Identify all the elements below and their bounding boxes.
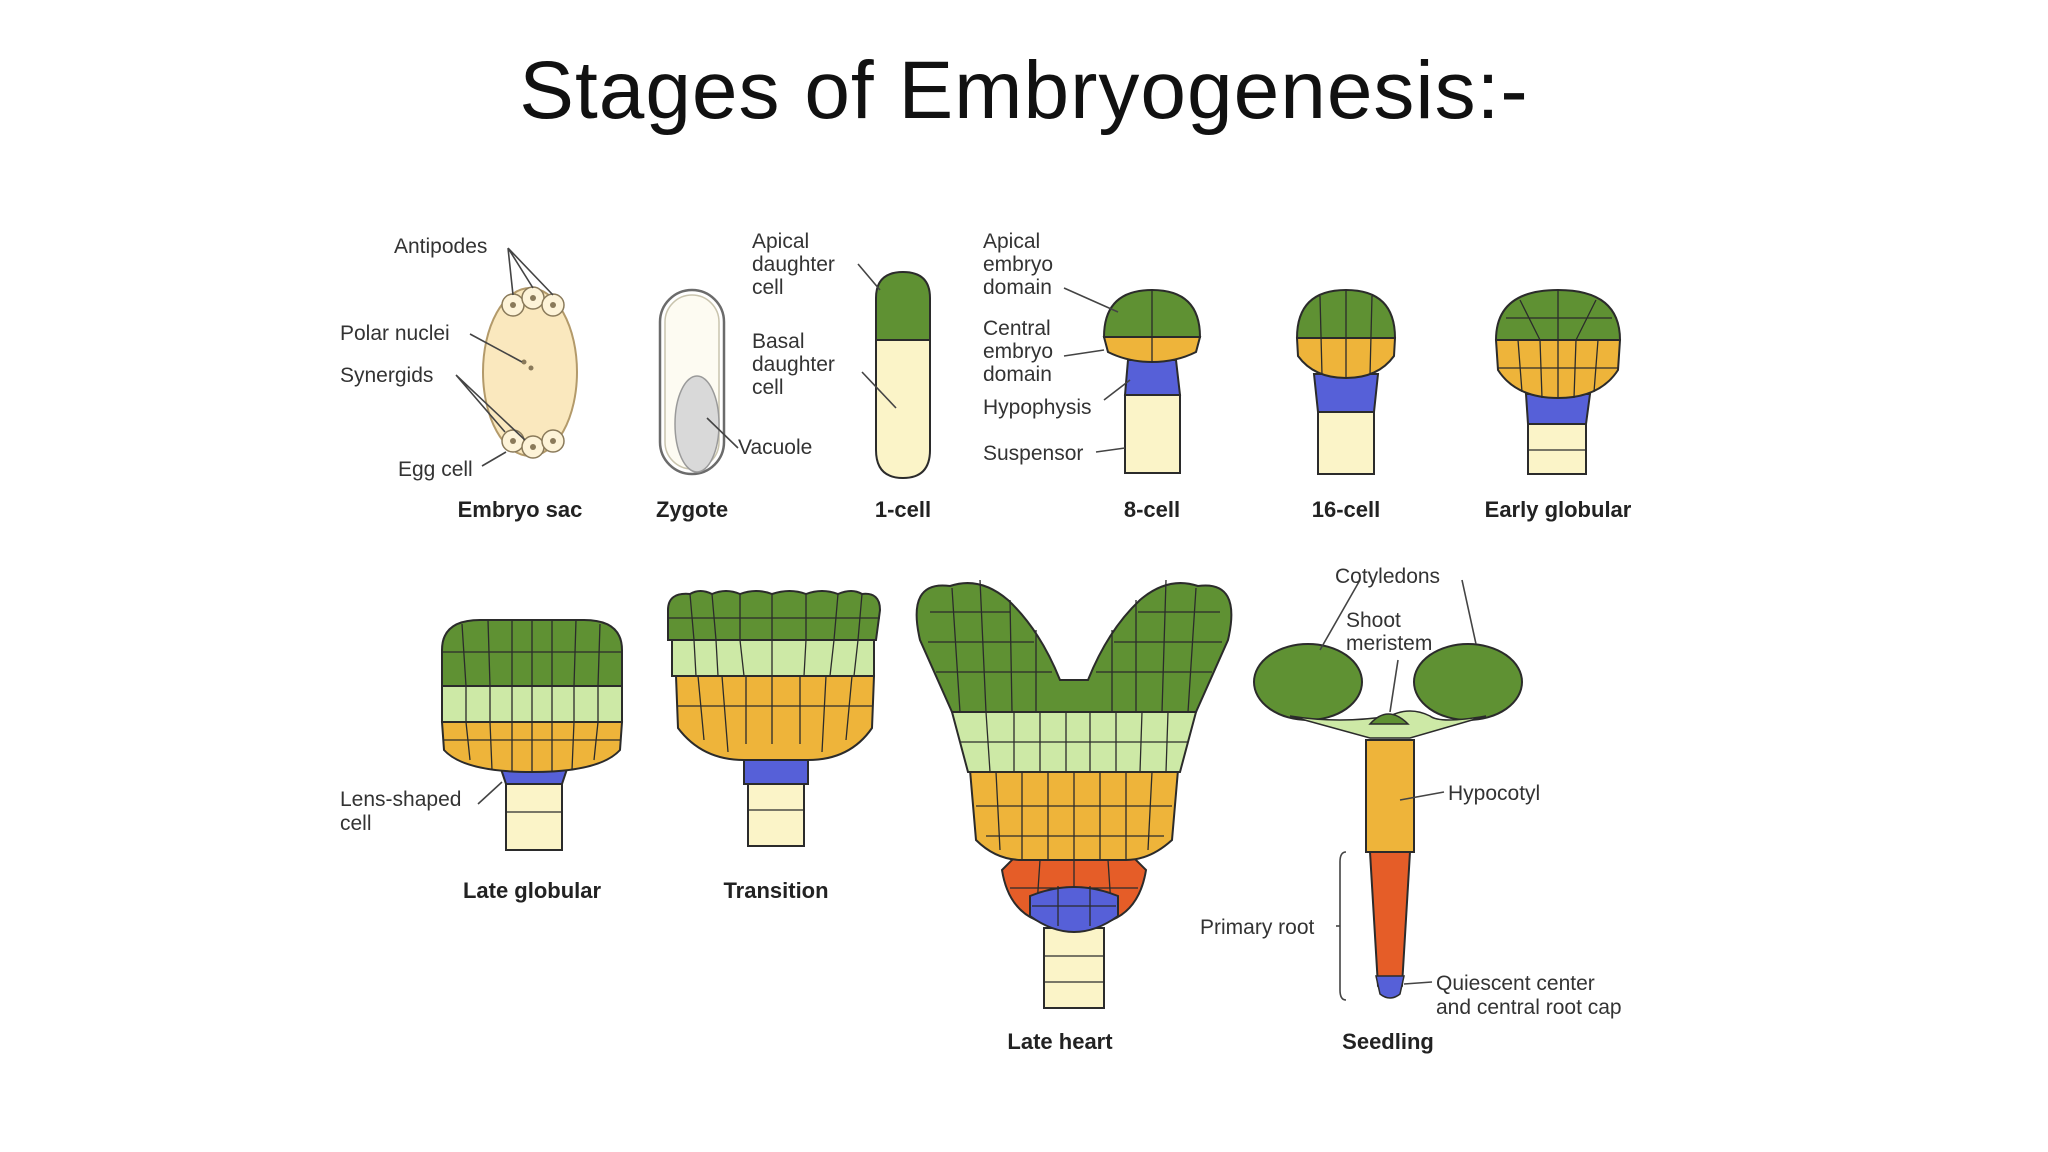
label-antipodes: Antipodes (394, 235, 487, 258)
embryo-sac-drawing (455, 247, 578, 467)
stage-16-cell: 16-cell (1312, 497, 1381, 522)
label-quiescent-center-1: Quiescent center (1436, 972, 1595, 995)
label-basal-daughter-3: cell (752, 376, 784, 399)
sixteen-cell-drawing (1295, 288, 1397, 475)
label-suspensor: Suspensor (983, 442, 1083, 465)
label-hypocotyl: Hypocotyl (1448, 782, 1540, 805)
label-basal-daughter-1: Basal (752, 330, 805, 353)
label-vacuole: Vacuole (738, 436, 812, 459)
stage-8-cell: 8-cell (1124, 497, 1180, 522)
label-hypophysis: Hypophysis (983, 396, 1092, 419)
label-egg-cell: Egg cell (398, 458, 473, 481)
label-shoot-meristem-2: meristem (1346, 632, 1432, 655)
label-primary-root: Primary root (1200, 916, 1315, 939)
label-apical-embryo-2: embryo (983, 253, 1053, 276)
eight-cell-drawing (1063, 287, 1202, 474)
stage-late-heart: Late heart (1007, 1029, 1113, 1054)
stage-late-globular: Late globular (463, 878, 602, 903)
label-shoot-meristem-1: Shoot (1346, 609, 1401, 632)
early-globular-drawing (1494, 288, 1622, 475)
seedling-drawing (1253, 579, 1523, 1001)
slide-title: Stages of Embryogenesis:- (519, 45, 1529, 136)
late-globular-drawing (440, 619, 624, 851)
one-cell-drawing (857, 263, 931, 480)
label-lens-shaped-1: Lens-shaped (340, 788, 461, 811)
stage-embryo-sac: Embryo sac (458, 497, 583, 522)
label-central-embryo-2: embryo (983, 340, 1053, 363)
label-lens-shaped-2: cell (340, 812, 372, 835)
label-apical-daughter-1: Apical (752, 230, 809, 253)
stage-early-globular: Early globular (1485, 497, 1632, 522)
stage-seedling: Seedling (1342, 1029, 1434, 1054)
label-apical-embryo-3: domain (983, 276, 1052, 299)
stage-transition: Transition (723, 878, 828, 903)
label-synergids: Synergids (340, 364, 433, 387)
zygote-drawing (658, 288, 739, 476)
stage-1-cell: 1-cell (875, 497, 931, 522)
late-heart-drawing (915, 579, 1233, 1009)
transition-drawing (667, 590, 882, 847)
label-polar-nuclei: Polar nuclei (340, 322, 450, 345)
label-quiescent-center-2: and central root cap (1436, 996, 1622, 1019)
label-central-embryo-3: domain (983, 363, 1052, 386)
stage-zygote: Zygote (656, 497, 728, 522)
label-apical-daughter-3: cell (752, 276, 784, 299)
label-cotyledons: Cotyledons (1335, 565, 1440, 588)
label-basal-daughter-2: daughter (752, 353, 835, 376)
label-apical-embryo-1: Apical (983, 230, 1040, 253)
label-central-embryo-1: Central (983, 317, 1051, 340)
label-apical-daughter-2: daughter (752, 253, 835, 276)
